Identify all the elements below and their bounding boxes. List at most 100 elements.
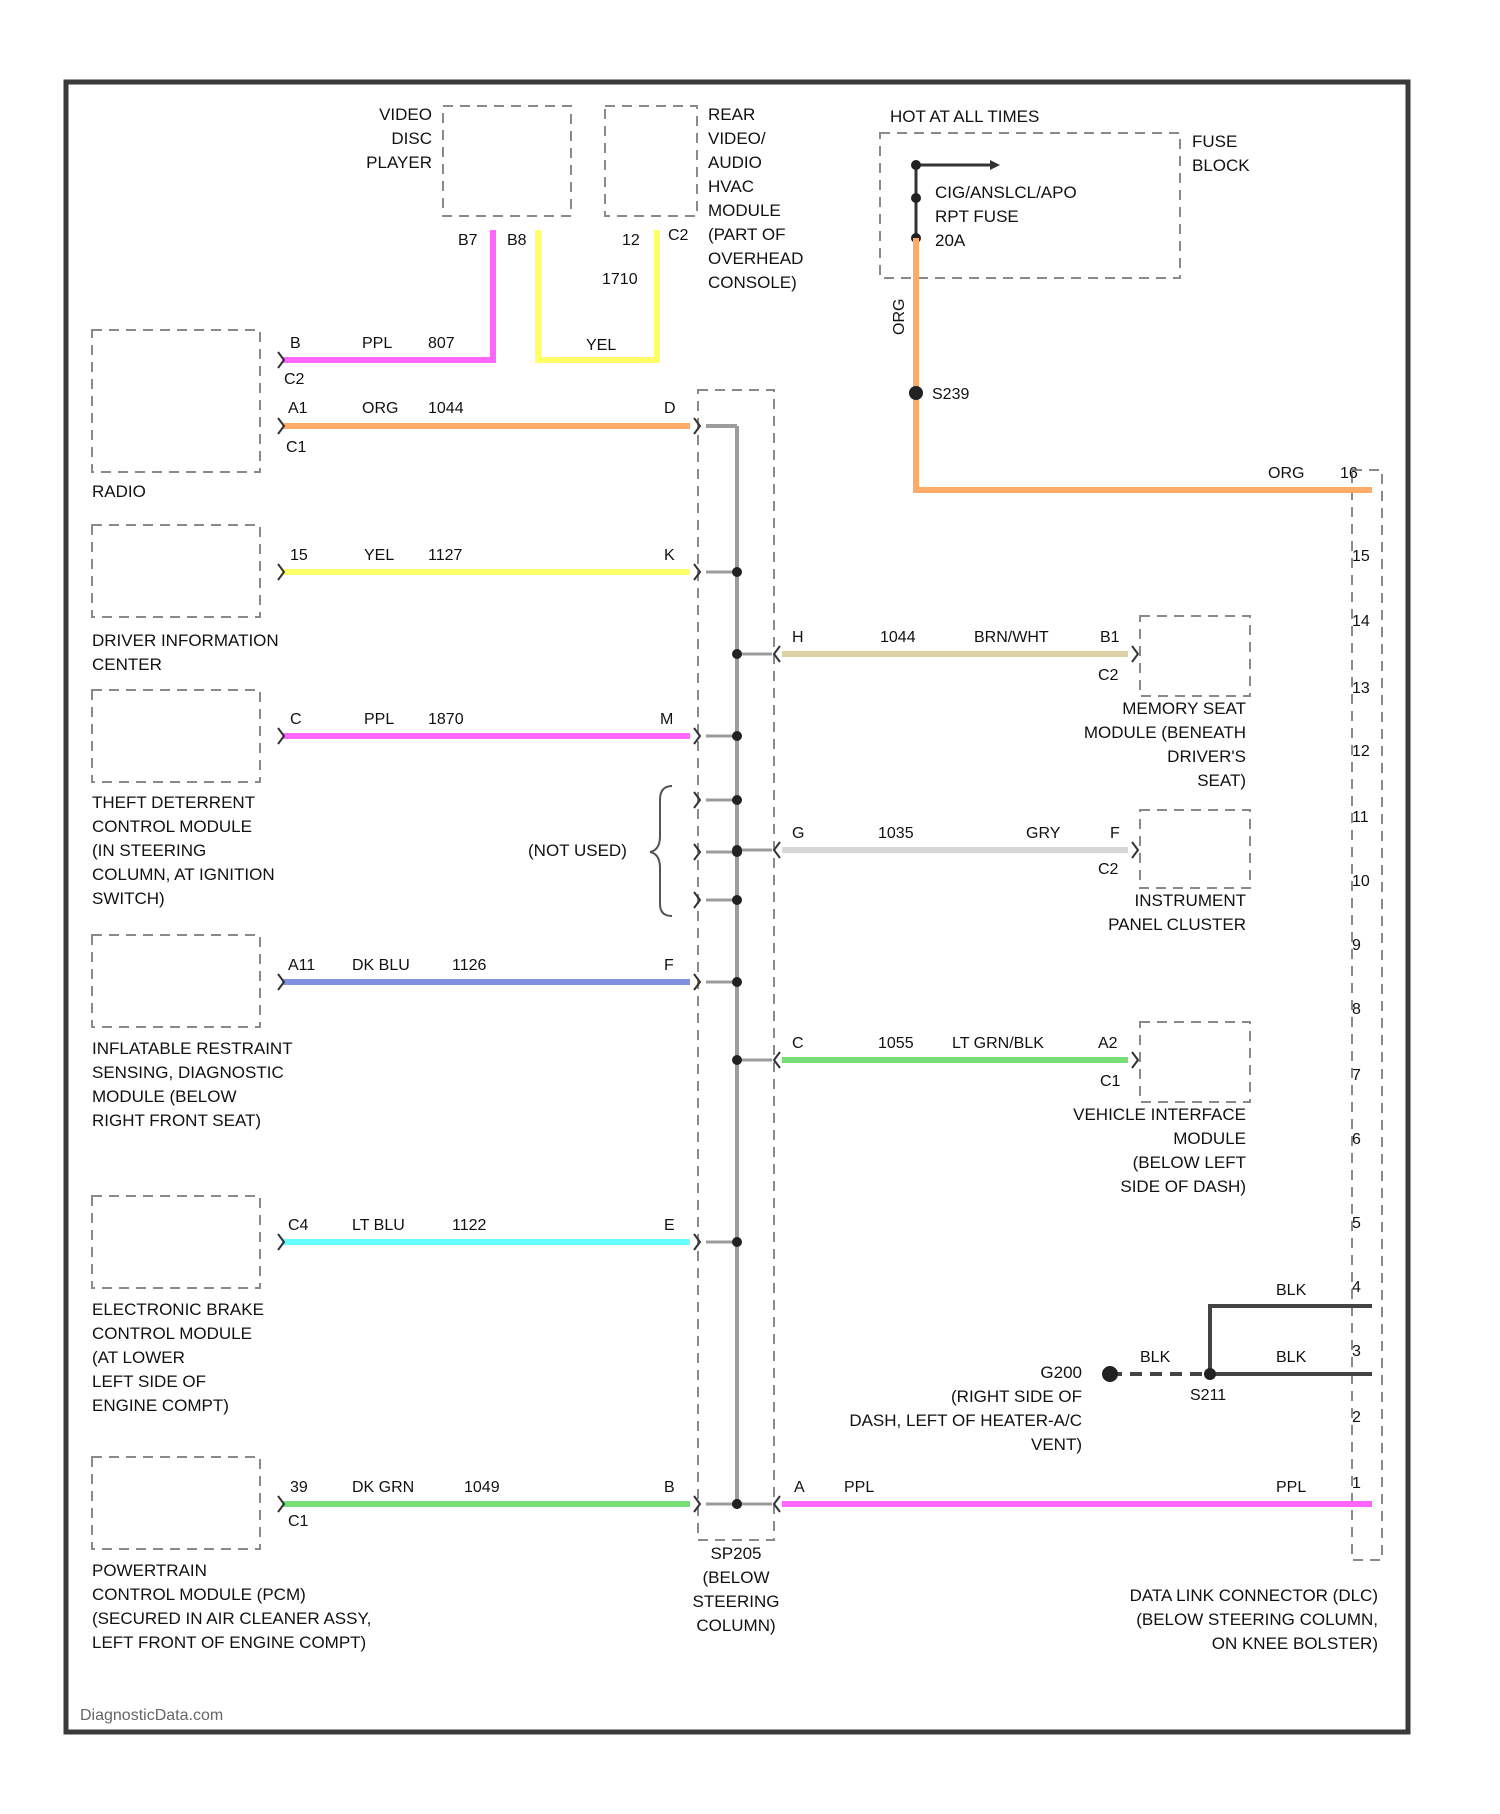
sp205-splice-dot-out-1 — [732, 845, 742, 855]
sp205-splice-dot-out-2 — [732, 1055, 742, 1065]
ebcm-ltblu: LT BLU — [352, 1217, 405, 1234]
sp-pin-d: D — [664, 400, 676, 417]
ground-g200-dot — [1102, 1366, 1118, 1382]
sp205-splice-dot-in-0 — [732, 567, 742, 577]
radio-807: 807 — [428, 335, 455, 352]
vdp-pin-b8: B8 — [507, 232, 527, 249]
splice-s211: S211 — [1190, 1387, 1226, 1404]
radio-yel-label: YEL — [586, 337, 616, 354]
pcm-1049: 1049 — [464, 1479, 500, 1496]
radio-1044: 1044 — [428, 400, 464, 417]
dlc-pin-12: 12 — [1352, 743, 1370, 760]
vim-pin-c: C — [792, 1035, 804, 1052]
ms-1044: 1044 — [880, 629, 916, 646]
dlc-ppl-left: PPL — [844, 1479, 874, 1496]
sp205-splice-dot-in-5 — [732, 977, 742, 987]
radio-pin-b: B — [290, 335, 301, 352]
blk-ground-label: BLK — [1140, 1349, 1171, 1366]
ebcm-1122: 1122 — [452, 1217, 487, 1234]
connector-chevron-right-1 — [1132, 842, 1138, 858]
theft-pin-c: C — [290, 711, 302, 728]
not-used-label: (NOT USED) — [528, 841, 627, 860]
sp-pin-f: F — [664, 957, 674, 974]
blk-pin4-label: BLK — [1276, 1349, 1307, 1366]
radio-conn-c2: C2 — [284, 371, 305, 388]
sp205-splice-dot-in-2 — [732, 795, 742, 805]
airbag-1126: 1126 — [452, 957, 487, 974]
radio-label: RADIO — [92, 482, 146, 501]
blk-pin5-label: BLK — [1276, 1282, 1307, 1299]
memory-seat-label: MEMORY SEATMODULE (BENEATHDRIVER'SSEAT) — [1084, 699, 1246, 790]
vdp-pin-b7: B7 — [458, 232, 478, 249]
dlc-pin-8: 8 — [1352, 1001, 1361, 1018]
pcm-dkgrn: DK GRN — [352, 1479, 414, 1496]
pcm-box — [92, 1457, 260, 1549]
vim-pin-a2: A2 — [1098, 1035, 1118, 1052]
dlc-pin-3: 3 — [1352, 1343, 1361, 1360]
sp205-splice-dot-out-0 — [732, 649, 742, 659]
connector-chevron-right-2 — [1132, 1052, 1138, 1068]
ms-pin-h: H — [792, 629, 804, 646]
radio-conn-c1: C1 — [286, 439, 307, 456]
radio-pin-a1: A1 — [288, 400, 308, 417]
fuse-circuit-org: ORG — [891, 299, 908, 335]
splice-s211-dot — [1204, 1368, 1216, 1380]
sp-pin-m: M — [660, 711, 673, 728]
ipc-label: INSTRUMENTPANEL CLUSTER — [1108, 891, 1246, 934]
fuse-terminal-top — [911, 160, 921, 170]
theft-ppl: PPL — [364, 711, 394, 728]
dlc-pin-15: 15 — [1352, 548, 1370, 565]
ipc-gry: GRY — [1026, 825, 1061, 842]
connector-chevron-right-0 — [1132, 646, 1138, 662]
pcm-pin-39: 39 — [290, 1479, 308, 1496]
connector-chevron-left-3 — [278, 728, 284, 744]
ms-color: BRN/WHT — [974, 629, 1049, 646]
ipc-pin-f: F — [1110, 825, 1120, 842]
dlc-label: DATA LINK CONNECTOR (DLC)(BELOW STEERING… — [1130, 1586, 1378, 1653]
dlc-pin-10: 10 — [1352, 873, 1370, 890]
sp205-label: SP205(BELOWSTEERINGCOLUMN) — [693, 1544, 780, 1635]
dic-box — [92, 525, 260, 617]
fuse-terminal-mid — [911, 193, 921, 203]
pcm-conn-c1: C1 — [288, 1513, 309, 1530]
dlc-pin-5: 5 — [1352, 1215, 1361, 1232]
video-disc-player-box — [443, 106, 571, 216]
dic-yel: YEL — [364, 547, 394, 564]
dlc-pin-7: 7 — [1352, 1067, 1361, 1084]
dlc-org-label: ORG — [1268, 465, 1304, 482]
memory-seat-box — [1140, 616, 1250, 696]
sp205-splice-dot-in-6 — [732, 1237, 742, 1247]
sp205-splice-dot-out-3 — [732, 1499, 742, 1509]
airbag-pin-a11: A11 — [288, 957, 315, 974]
dlc-pin-11: 11 — [1352, 809, 1369, 826]
dlc-pin-9: 9 — [1352, 937, 1361, 954]
dlc-pin-13: 13 — [1352, 680, 1370, 697]
airbag-module-label: INFLATABLE RESTRAINTSENSING, DIAGNOSTICM… — [92, 1039, 293, 1130]
sp-pin-e: E — [664, 1217, 675, 1234]
fuse-bus-arrow — [990, 160, 1000, 170]
theft-module-box — [92, 690, 260, 782]
fuse-block-box — [880, 133, 1180, 278]
sp-pin-b: B — [664, 1479, 675, 1496]
dlc-pin-2: 2 — [1352, 1409, 1361, 1426]
connector-chevron-left-5 — [278, 1234, 284, 1250]
connector-chevrons — [278, 352, 1138, 1512]
ebcm-box — [92, 1196, 260, 1288]
theft-module-label: THEFT DETERRENTCONTROL MODULE(IN STEERIN… — [92, 793, 275, 908]
ipc-1035: 1035 — [878, 825, 914, 842]
connector-chevron-sp-in-8 — [694, 1496, 700, 1512]
rear-circuit-1710: 1710 — [602, 271, 638, 288]
ipc-box — [1140, 810, 1250, 888]
rear-conn-c2: C2 — [668, 227, 689, 244]
dlc-pin-6: 6 — [1352, 1131, 1361, 1148]
ipc-pin-g: G — [792, 825, 804, 842]
fuse-block-label: FUSEBLOCK — [1192, 132, 1250, 175]
